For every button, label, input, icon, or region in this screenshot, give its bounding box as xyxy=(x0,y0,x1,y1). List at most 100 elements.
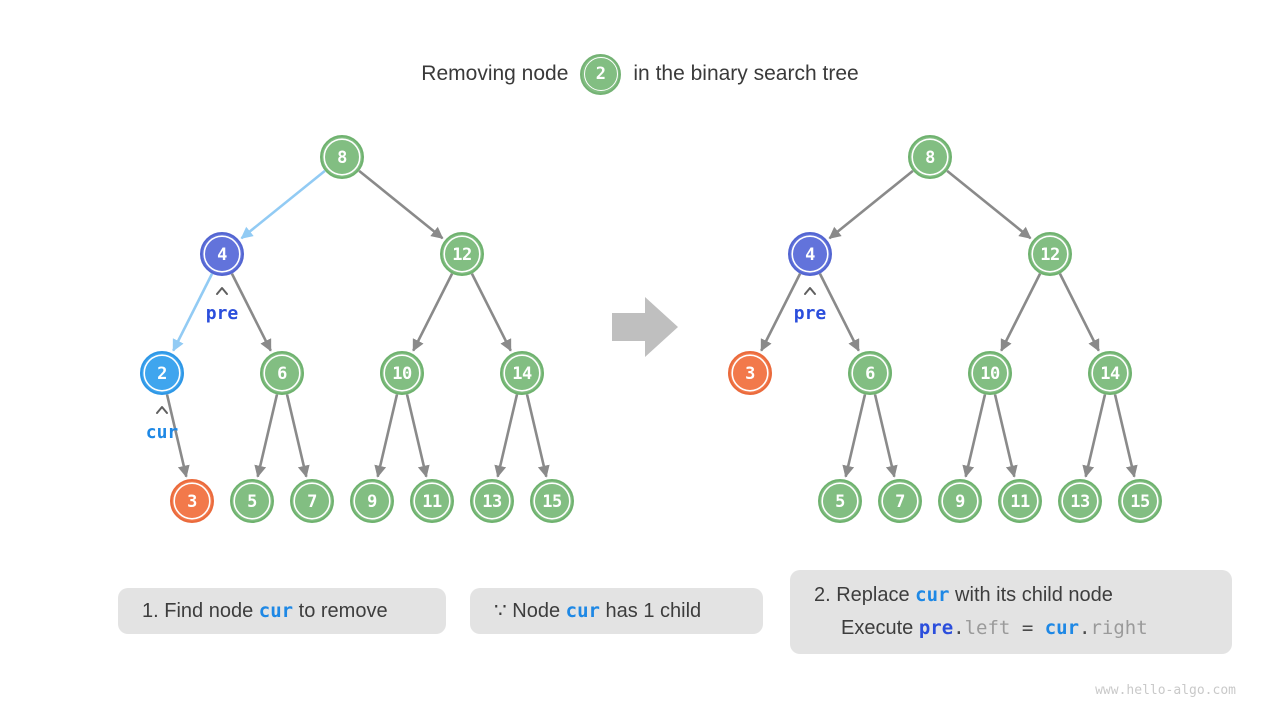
node-circle xyxy=(1118,479,1162,523)
node-circle xyxy=(200,232,244,276)
caption-segment: cur xyxy=(258,599,294,622)
edge-8-4 xyxy=(240,169,326,240)
node-value: 12 xyxy=(1040,245,1059,265)
tree-node-11: 11 xyxy=(998,479,1042,523)
node-value: 5 xyxy=(835,492,845,512)
node-circle xyxy=(968,351,1012,395)
tree-node-3: 3 xyxy=(728,351,772,395)
pointer-label-pre: pre xyxy=(206,303,239,324)
node-circle xyxy=(998,479,1042,523)
watermark: www.hello-algo.com xyxy=(1095,683,1236,698)
caption-segment: ∵ Node xyxy=(494,599,566,622)
caption-line: 1. Find node cur to remove xyxy=(142,595,422,628)
tree-node-6: 6 xyxy=(260,351,304,395)
edge-10-11 xyxy=(405,394,430,478)
node-inner-ring xyxy=(533,482,571,520)
tree-node-10: 10 xyxy=(380,351,424,395)
tree-node-8: 8 xyxy=(320,135,364,179)
caret-up-icon xyxy=(156,406,168,414)
caption-segment: 2. Replace xyxy=(814,584,916,606)
node-value: 5 xyxy=(247,492,257,512)
node-circle xyxy=(500,351,544,395)
node-inner-ring xyxy=(173,482,211,520)
node-inner-ring xyxy=(731,354,769,392)
node-inner-ring xyxy=(353,482,391,520)
node-value: 2 xyxy=(157,364,167,384)
node-circle xyxy=(380,351,424,395)
edge-8-12 xyxy=(358,169,444,240)
node-value: 14 xyxy=(512,364,532,384)
node-value: 14 xyxy=(1100,364,1120,384)
caption-segment: right xyxy=(1090,617,1148,639)
node-value: 12 xyxy=(452,245,471,265)
tree-node-6: 6 xyxy=(848,351,892,395)
node-value: 9 xyxy=(955,492,965,512)
node-inner-ring xyxy=(383,354,421,392)
tree-node-13: 13 xyxy=(470,479,514,523)
caption-segment: cur xyxy=(565,599,600,622)
node-inner-ring xyxy=(911,138,949,176)
tree-node-15: 15 xyxy=(1118,479,1162,523)
node-circle xyxy=(818,479,862,523)
edge-6-5 xyxy=(254,394,279,478)
edge-6-5 xyxy=(842,394,867,478)
caret-up-icon xyxy=(216,287,228,295)
node-inner-ring xyxy=(473,482,511,520)
title-prefix: Removing node xyxy=(421,62,569,85)
edge-8-12 xyxy=(946,169,1032,240)
node-inner-ring xyxy=(413,482,451,520)
caption-line: 2. Replace cur with its child node xyxy=(814,579,1208,612)
caption-because: ∵ Node cur has 1 child xyxy=(470,588,763,634)
node-value: 3 xyxy=(187,492,197,512)
tree-node-4: 4 xyxy=(788,232,832,276)
node-circle xyxy=(440,232,484,276)
node-inner-ring xyxy=(323,138,361,176)
node-value: 13 xyxy=(482,492,502,512)
tree-node-12: 12 xyxy=(1028,232,1072,276)
node-circle xyxy=(728,351,772,395)
node-circle xyxy=(1028,232,1072,276)
node-value: 4 xyxy=(805,245,815,265)
caption-segment: . xyxy=(1079,617,1091,639)
node-inner-ring xyxy=(791,235,829,273)
node-circle xyxy=(260,351,304,395)
tree-node-4: 4 xyxy=(200,232,244,276)
node-value: 7 xyxy=(307,492,317,512)
node-value: 9 xyxy=(367,492,377,512)
tree-node-9: 9 xyxy=(938,479,982,523)
node-circle xyxy=(938,479,982,523)
node-value: 8 xyxy=(925,148,935,168)
caption-step-1: 1. Find node cur to remove xyxy=(118,588,446,634)
title-node-2: 2 xyxy=(580,53,622,95)
node-circle xyxy=(878,479,922,523)
node-inner-ring xyxy=(203,235,241,273)
caption-segment: has 1 child xyxy=(599,599,702,622)
tree-node-5: 5 xyxy=(818,479,862,523)
tree-node-13: 13 xyxy=(1058,479,1102,523)
caption-line: ∵ Node cur has 1 child xyxy=(494,595,739,628)
edge-14-15 xyxy=(525,394,550,478)
node-value: 7 xyxy=(895,492,905,512)
caret-up-icon xyxy=(804,287,816,295)
node-circle xyxy=(1058,479,1102,523)
node-inner-ring xyxy=(293,482,331,520)
edge-10-9 xyxy=(374,394,399,478)
edge-14-13 xyxy=(1082,394,1107,478)
tree-node-9: 9 xyxy=(350,479,394,523)
node-circle xyxy=(170,479,214,523)
edge-12-14 xyxy=(470,273,512,352)
edge-10-11 xyxy=(993,394,1018,478)
node-circle xyxy=(470,479,514,523)
node-circle xyxy=(908,135,952,179)
edge-4-6 xyxy=(818,273,860,352)
node-circle xyxy=(230,479,274,523)
tree-node-12: 12 xyxy=(440,232,484,276)
node-value: 11 xyxy=(422,492,442,512)
edge-12-10 xyxy=(1000,273,1042,352)
node-inner-ring xyxy=(1031,235,1069,273)
node-circle xyxy=(290,479,334,523)
edge-6-7 xyxy=(873,394,898,478)
